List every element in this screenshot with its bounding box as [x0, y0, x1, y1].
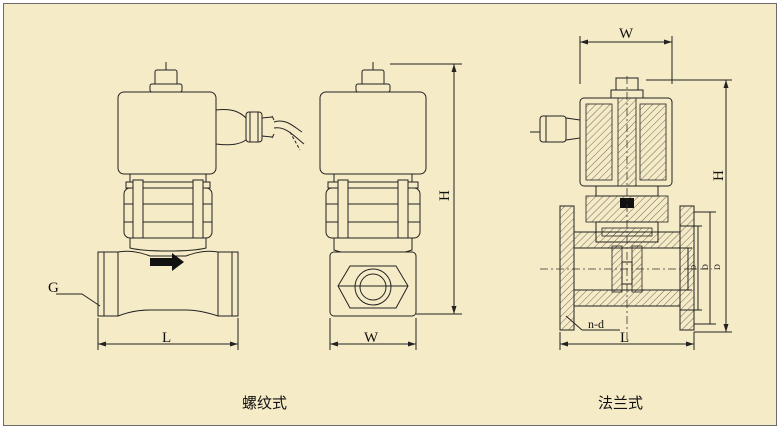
label-nd: n-d: [588, 317, 604, 331]
label-d-middle: D: [701, 264, 710, 270]
label-g: G: [48, 280, 59, 296]
threaded-side-view: [319, 62, 462, 350]
threaded-front-view: [56, 62, 305, 350]
caption-threaded: 螺纹式: [242, 394, 288, 412]
label-h-flanged: H: [711, 170, 727, 181]
flanged-section-view: [530, 36, 732, 350]
caption-flanged: 法兰式: [598, 394, 644, 412]
label-w-flanged: W: [619, 26, 634, 42]
label-l-threaded: L: [162, 330, 171, 346]
label-l-flanged: L: [620, 330, 629, 346]
label-w-threaded: W: [364, 330, 379, 346]
label-h-threaded: H: [437, 190, 453, 201]
label-d-outer: D: [713, 264, 722, 270]
label-d-inner: D: [690, 265, 698, 270]
